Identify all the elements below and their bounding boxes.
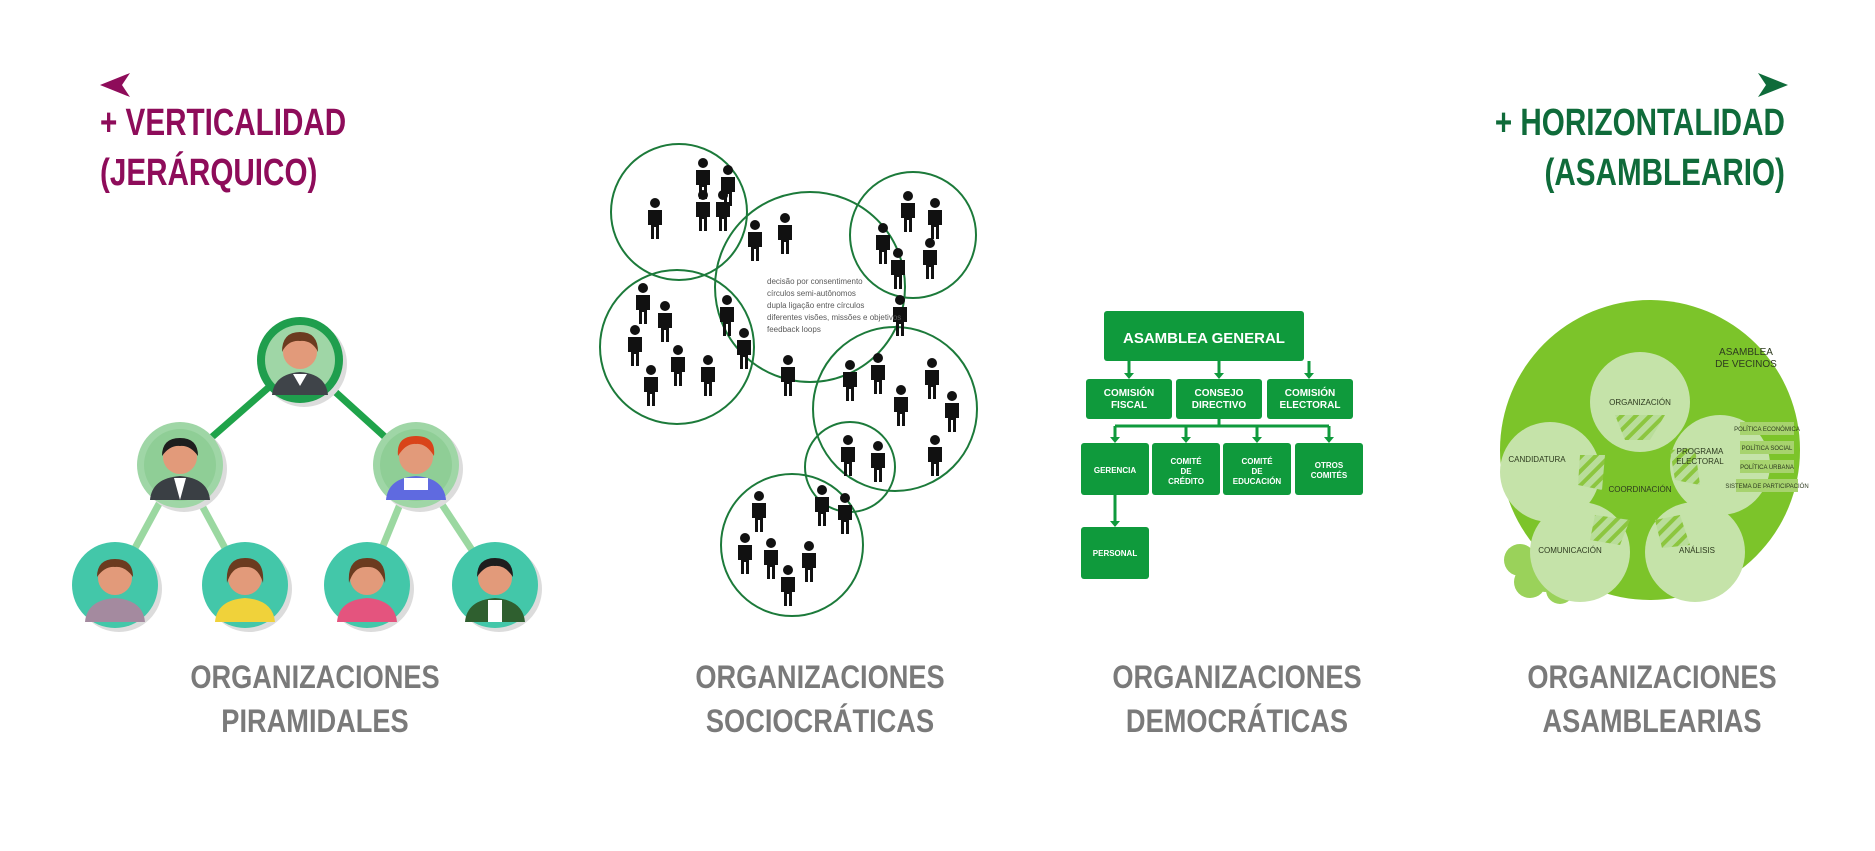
node-comite-educacion-line3: EDUCACIÓN bbox=[1233, 477, 1282, 486]
circle-candidatura bbox=[1500, 422, 1600, 522]
caption-asamblearias-line2: ASAMBLEARIAS bbox=[1542, 703, 1762, 739]
circle-bottom bbox=[720, 473, 864, 617]
node-asamblea-general-label: ASAMBLEA GENERAL bbox=[1123, 330, 1285, 347]
arrow-left-head bbox=[100, 73, 130, 97]
node-asamblea-general bbox=[1104, 311, 1304, 361]
node-comite-educacion-line2: DE bbox=[1251, 467, 1263, 476]
node-comite-credito-line3: CRÉDITO bbox=[1168, 477, 1204, 486]
caption-democraticas: ORGANIZACIONES DEMOCRÁTICAS bbox=[1093, 655, 1382, 743]
avatar-worker-1 bbox=[72, 542, 162, 632]
verticality-subtitle: (JERÁRQUICO) bbox=[100, 152, 318, 194]
horizontality-axis-arrow bbox=[100, 73, 1788, 97]
pyramid-diagram bbox=[72, 317, 542, 632]
avatar-manager-right bbox=[373, 422, 463, 512]
circle-top-left bbox=[610, 143, 748, 281]
assembly-title-line2: DE VECINOS bbox=[1715, 359, 1777, 370]
node-otros-comites-line1: OTROS bbox=[1315, 461, 1344, 470]
node-consejo-directivo bbox=[1176, 379, 1262, 419]
node-personal bbox=[1081, 527, 1149, 579]
avatar-worker-3 bbox=[324, 542, 414, 632]
node-comision-fiscal-line1: COMISIÓN bbox=[1104, 386, 1155, 399]
node-gerencia-line1: GERENCIA bbox=[1094, 466, 1136, 475]
caption-piramidales: ORGANIZACIONES PIRAMIDALES bbox=[171, 655, 460, 743]
caption-democraticas-line1: ORGANIZACIONES bbox=[1112, 659, 1362, 695]
horizontality-label: + HORIZONTALIDAD (ASAMBLEARIO) bbox=[1495, 98, 1785, 198]
side-item-4: SISTEMA DE PARTICIPACIÓN bbox=[1725, 483, 1808, 490]
node-comision-electoral-line2: ELECTORAL bbox=[1280, 400, 1341, 411]
horizontality-subtitle: (ASAMBLEARIO) bbox=[1544, 152, 1785, 194]
avatar-worker-2 bbox=[202, 542, 292, 632]
node-comite-credito-line2: DE bbox=[1180, 467, 1192, 476]
people-icons bbox=[628, 158, 959, 606]
side-item-3: POLÍTICA URBANA bbox=[1740, 464, 1794, 471]
circle-top-right bbox=[849, 171, 977, 299]
label-comunicacion: COMUNICACIÓN bbox=[1538, 546, 1602, 555]
node-comite-credito-line1: COMITÉ bbox=[1170, 457, 1202, 466]
node-otros-comites bbox=[1295, 443, 1363, 495]
avatar-worker-4 bbox=[452, 542, 542, 632]
node-comision-electoral-line1: COMISIÓN bbox=[1285, 386, 1336, 399]
label-analisis: ANÁLISIS bbox=[1679, 546, 1715, 555]
assembly-title-line1: ASAMBLEA bbox=[1719, 347, 1773, 358]
node-personal-label: PERSONAL bbox=[1093, 549, 1138, 558]
caption-asamblearias-line1: ORGANIZACIONES bbox=[1527, 659, 1777, 695]
verticality-title: + VERTICALIDAD bbox=[100, 102, 347, 144]
label-programa-line1: PROGRAMA bbox=[1677, 447, 1724, 456]
sociocracy-note-2: círculos semi-autônomos bbox=[767, 289, 856, 298]
verticality-label: + VERTICALIDAD (JERÁRQUICO) bbox=[100, 98, 346, 198]
sociocracy-note-3: dupla ligação entre círculos bbox=[767, 301, 864, 310]
node-comite-educacion bbox=[1223, 443, 1291, 495]
caption-sociocraticas: ORGANIZACIONES SOCIOCRÁTICAS bbox=[676, 655, 965, 743]
label-candidatura: CANDIDATURA bbox=[1508, 455, 1566, 464]
node-comite-credito bbox=[1152, 443, 1220, 495]
label-coordinacion: COORDINACIÓN bbox=[1608, 485, 1671, 494]
arrow-right-head bbox=[1758, 73, 1788, 97]
node-otros-comites-line2: COMITÉS bbox=[1311, 471, 1348, 480]
sociocracy-note-5: feedback loops bbox=[767, 325, 821, 334]
sociocracy-note-4: diferentes visões, missões e objetivos bbox=[767, 313, 901, 322]
avatar-manager-left bbox=[137, 422, 227, 512]
node-comision-fiscal bbox=[1086, 379, 1172, 419]
circle-right bbox=[812, 326, 978, 492]
avatar-boss bbox=[257, 317, 347, 407]
circle-left bbox=[599, 269, 755, 425]
node-consejo-directivo-line1: CONSEJO bbox=[1195, 388, 1244, 399]
assembly-diagram: ASAMBLEA DE VECINOS ORGANIZACIÓN CANDIDA… bbox=[1500, 300, 1809, 604]
caption-democraticas-line2: DEMOCRÁTICAS bbox=[1125, 703, 1349, 739]
caption-asamblearias: ORGANIZACIONES ASAMBLEARIAS bbox=[1508, 655, 1797, 743]
node-comite-educacion-line1: COMITÉ bbox=[1241, 457, 1273, 466]
caption-piramidales-line2: PIRAMIDALES bbox=[221, 703, 409, 739]
node-gerencia bbox=[1081, 443, 1149, 495]
caption-sociocraticas-line1: ORGANIZACIONES bbox=[695, 659, 945, 695]
circle-organizacion bbox=[1590, 352, 1690, 452]
label-organizacion: ORGANIZACIÓN bbox=[1609, 398, 1671, 407]
caption-sociocraticas-line2: SOCIOCRÁTICAS bbox=[705, 703, 935, 739]
side-item-1: POLÍTICA ECONÓMICA bbox=[1734, 426, 1800, 433]
side-item-2: POLÍTICA SOCIAL bbox=[1742, 445, 1793, 452]
node-comision-fiscal-line2: FISCAL bbox=[1111, 400, 1147, 411]
label-programa-line2: ELECTORAL bbox=[1676, 457, 1724, 466]
caption-piramidales-line1: ORGANIZACIONES bbox=[190, 659, 440, 695]
node-consejo-directivo-line2: DIRECTIVO bbox=[1192, 400, 1247, 411]
node-comision-electoral bbox=[1267, 379, 1353, 419]
horizontality-title: + HORIZONTALIDAD bbox=[1494, 102, 1785, 144]
democratic-org-chart: ASAMBLEA GENERAL COMISIÓN FISCAL CONSEJO… bbox=[1081, 311, 1363, 579]
sociocracy-diagram: decisão por consentimento círculos semi-… bbox=[599, 143, 978, 617]
circle-center bbox=[714, 191, 906, 383]
sociocracy-note-1: decisão por consentimento bbox=[767, 277, 863, 286]
